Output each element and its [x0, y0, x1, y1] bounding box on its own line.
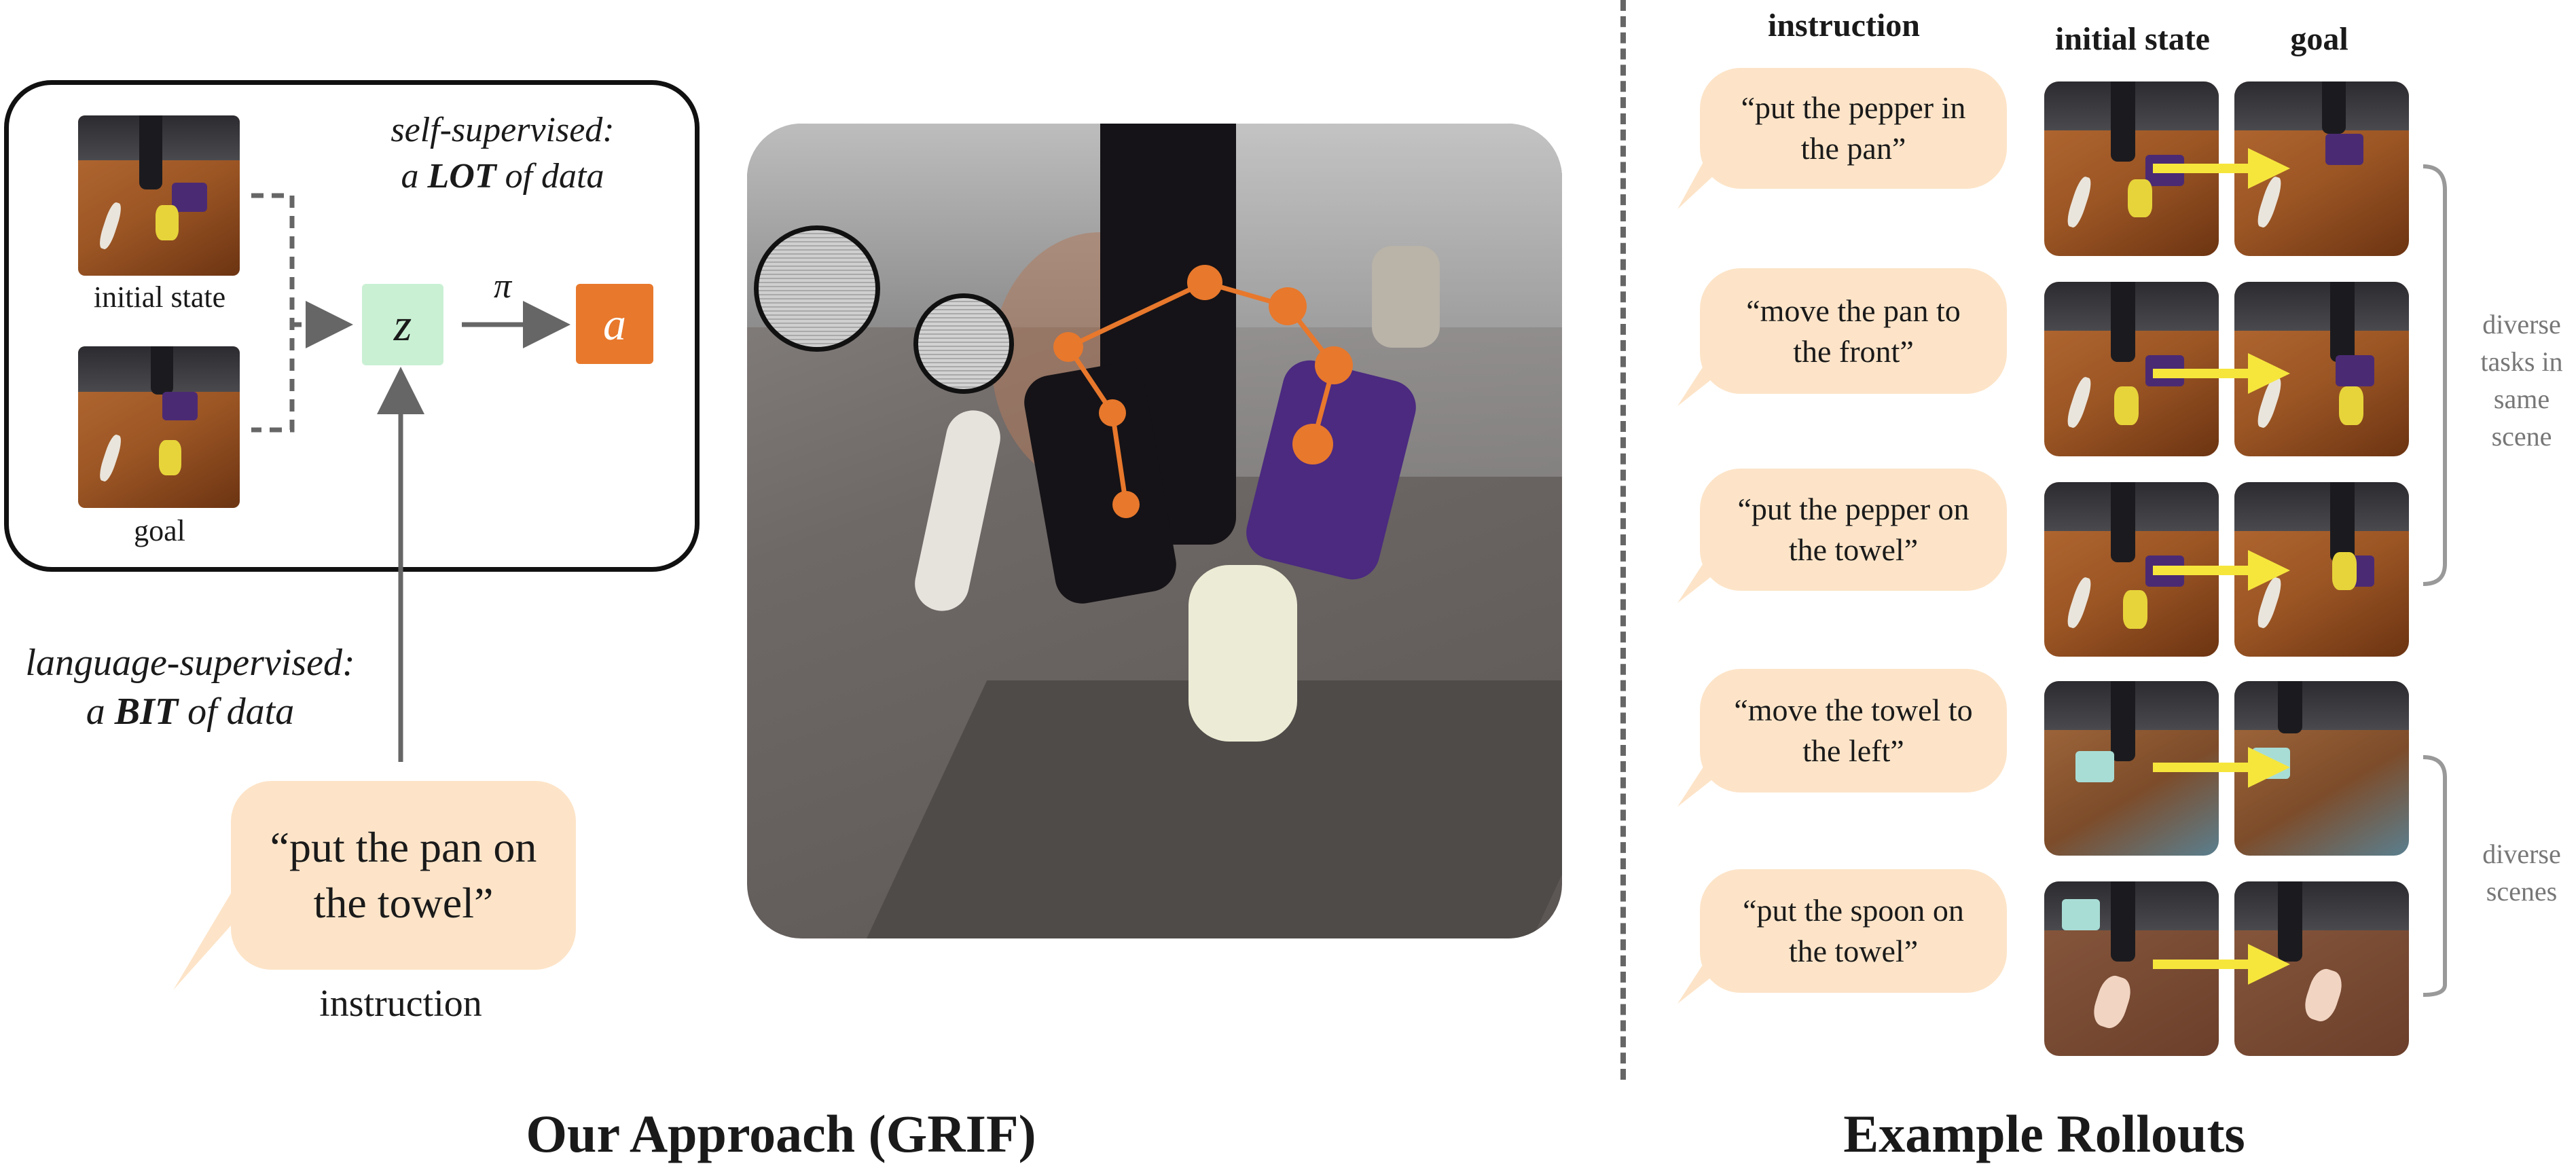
a-node: a	[576, 284, 653, 364]
language-line2: a BIT of data	[86, 691, 295, 733]
pi-label: π	[493, 267, 512, 306]
rollout-instruction: “move the pan to the front”	[1746, 293, 1961, 369]
right-brackets	[2423, 164, 2447, 997]
initial-state-thumbnail	[78, 115, 240, 276]
rollout-bubble: “move the towel to the left”	[1700, 669, 2007, 792]
language-line1: language-supervised:	[25, 642, 355, 684]
self-supervised-line1: self-supervised:	[391, 111, 615, 149]
rollout-goal	[2234, 81, 2409, 256]
diverse-scenes-label: diverse scenes	[2482, 839, 2561, 907]
approach-arrows	[251, 193, 570, 762]
bracket-dashed	[251, 193, 295, 433]
yellow-arrow	[2153, 747, 2290, 788]
observation-circle-large	[754, 225, 880, 352]
rollout-instruction: “put the spoon on the towel”	[1743, 893, 1964, 968]
keypoint	[1187, 265, 1222, 300]
yellow-arrow	[2153, 148, 2290, 189]
knife	[909, 405, 1006, 617]
rollout-bubble: “move the pan to the front”	[1700, 268, 2007, 394]
header-initial-state: initial state	[2055, 21, 2210, 57]
a-label: a	[603, 297, 626, 350]
instruction-bubble-text: “put the pan on the towel”	[270, 823, 537, 927]
self-supervised-box	[4, 80, 700, 572]
approach-caption: Our Approach (GRIF)	[526, 1104, 1036, 1163]
rollout-bubble: “put the pepper on the towel”	[1700, 469, 2007, 591]
yellow-arrow	[2153, 944, 2290, 985]
tasks-bracket	[2423, 164, 2447, 586]
keypoint	[1315, 346, 1353, 384]
observation-circle-small	[913, 293, 1014, 394]
robot-scene-image	[747, 124, 1562, 938]
yellow-arrow	[2153, 550, 2290, 591]
instruction-bubble: “put the pan on the towel”	[231, 781, 576, 970]
header-instruction: instruction	[1767, 7, 1920, 43]
z-label: z	[393, 298, 412, 350]
scenes-bracket	[2423, 755, 2447, 997]
rollout-bubble: “put the pepper in the pan”	[1700, 68, 2007, 189]
yellow-arrow	[2153, 353, 2290, 394]
section-divider	[1620, 0, 1626, 1080]
self-supervised-line2: a LOT of data	[401, 157, 604, 196]
rollout-goal	[2234, 881, 2409, 1056]
instruction-label: instruction	[319, 983, 482, 1025]
keypoint	[1099, 399, 1126, 426]
keypoint	[1292, 424, 1333, 464]
keypoint	[1269, 287, 1307, 325]
header-goal: goal	[2290, 21, 2348, 57]
rollout-instruction: “put the pepper in the pan”	[1741, 90, 1966, 166]
goal-label: goal	[134, 514, 185, 547]
keypoint-skeleton	[1053, 265, 1353, 518]
pepper	[1189, 565, 1297, 742]
rollout-bubble: “put the spoon on the towel”	[1700, 869, 2007, 993]
rollout-instruction: “move the towel to the left”	[1734, 693, 1973, 768]
goal-thumbnail	[78, 346, 240, 508]
keypoint	[1112, 491, 1140, 518]
z-node: z	[362, 284, 443, 365]
rollout-initial-state	[2044, 482, 2219, 657]
self-supervised-title: self-supervised: a LOT of data	[340, 107, 666, 200]
rollout-instruction: “put the pepper on the towel”	[1737, 492, 1970, 567]
initial-state-label: initial state	[93, 280, 226, 314]
language-supervised-title: language-supervised: a BIT of data	[0, 638, 380, 736]
rollout-goal	[2234, 282, 2409, 456]
rollouts-caption: Example Rollouts	[1843, 1104, 2245, 1163]
diverse-tasks-label: diverse tasks in same scene	[2480, 309, 2563, 452]
keypoint	[1053, 332, 1083, 362]
